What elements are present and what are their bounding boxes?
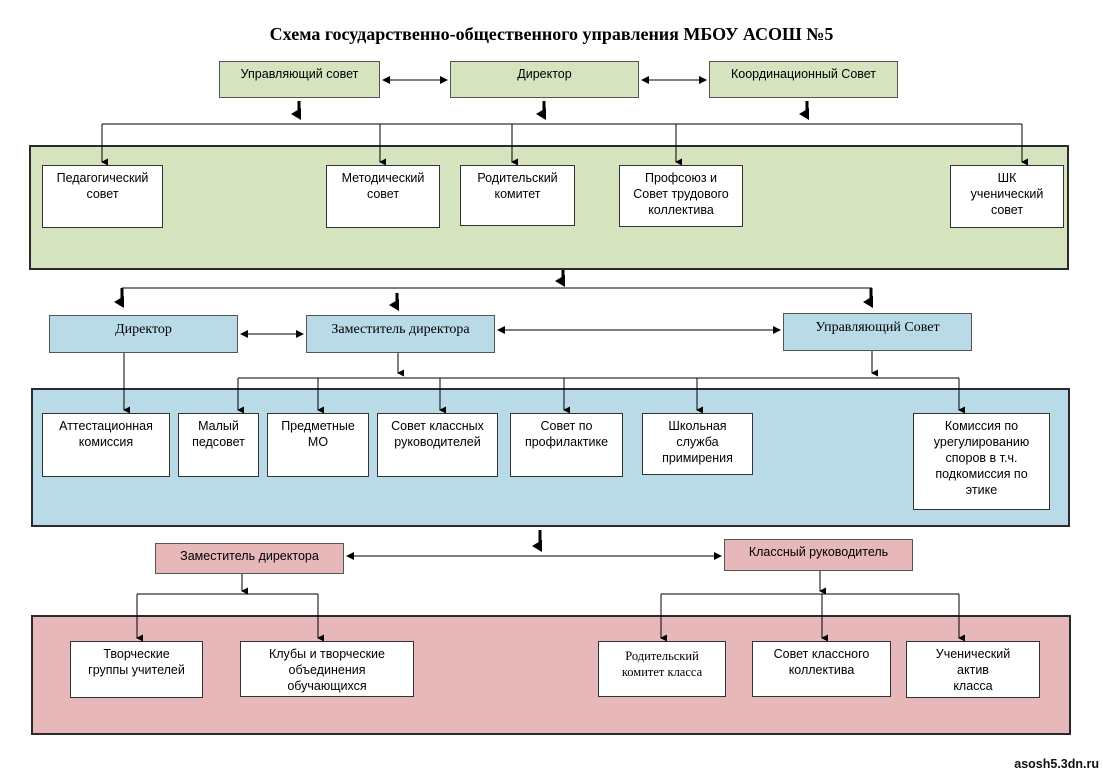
top-management-council: Управляющий совет [219, 61, 380, 98]
class-teachers-council: Совет классных руководителей [377, 413, 498, 477]
dispute-commission: Комиссия по урегулированию споров в т.ч.… [913, 413, 1050, 510]
class-student-asset: Ученический актив класса [906, 641, 1040, 698]
class-parent-committee: Родительский комитет класса [598, 641, 726, 697]
mid-deputy-director: Заместитель директора [306, 315, 495, 353]
top-coordination-council: Координационный Совет [709, 61, 898, 98]
parent-committee: Родительский комитет [460, 165, 575, 226]
prevention-council: Совет по профилактике [510, 413, 623, 477]
small-pedagogical-council: Малый педсовет [178, 413, 259, 477]
top-director: Директор [450, 61, 639, 98]
student-council: ШК ученический совет [950, 165, 1064, 228]
teacher-creative-groups: Творческие группы учителей [70, 641, 203, 698]
trade-union-council: Профсоюз и Совет трудового коллектива [619, 165, 743, 227]
student-clubs: Клубы и творческие объединения обучающих… [240, 641, 414, 697]
pedagogical-council: Педагогический совет [42, 165, 163, 228]
diagram-title: Схема государственно-общественного управ… [269, 24, 834, 44]
panel-level-3 [31, 615, 1071, 735]
lower-class-teacher: Классный руководитель [724, 539, 913, 571]
mid-management-council: Управляющий Совет [783, 313, 972, 351]
methodical-council: Методический совет [326, 165, 440, 228]
mid-director: Директор [49, 315, 238, 353]
school-mediation-service: Школьная служба примирения [642, 413, 753, 475]
subject-methodical-associations: Предметные МО [267, 413, 369, 477]
site-watermark: asosh5.3dn.ru [1014, 757, 1099, 771]
attestation-commission: Аттестационная комиссия [42, 413, 170, 477]
class-collective-council: Совет классного коллектива [752, 641, 891, 697]
lower-deputy-director: Заместитель директора [155, 543, 344, 574]
